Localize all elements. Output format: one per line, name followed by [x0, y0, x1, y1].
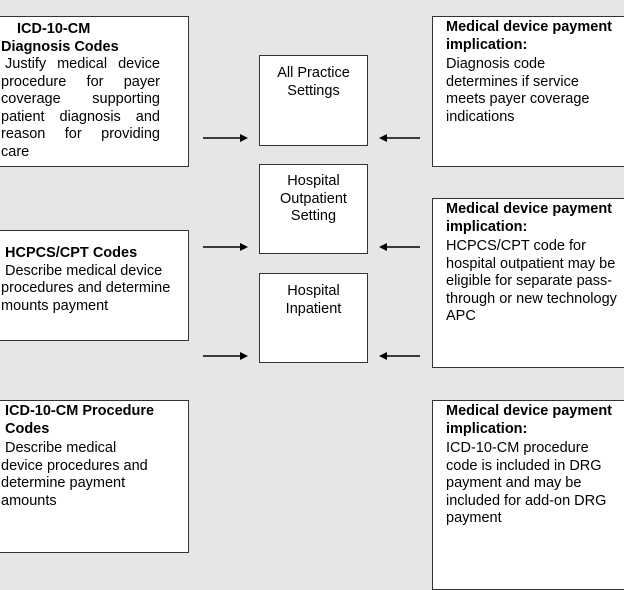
- left-box-title: HCPCS/CPT Codes: [5, 245, 138, 261]
- right-box-body: Diagnosis code determines if service mee…: [446, 56, 590, 125]
- left-box-body: Justify medical device procedure for pay…: [1, 56, 160, 160]
- arrow-left-3-icon: [379, 352, 420, 360]
- right-box-title: Medical device payment implication:: [446, 201, 613, 235]
- right-box-title: Medical device payment implication:: [446, 19, 613, 53]
- left-box-body: Describe medical device procedures and d…: [1, 262, 171, 314]
- arrow-right-3-icon: [203, 352, 248, 360]
- left-box-diagnosis: ICD-10-CM Diagnosis Codes Justify medica…: [0, 16, 189, 167]
- left-box-body: Describe medical device procedures and d…: [1, 440, 148, 509]
- arrow-right-2-icon: [203, 243, 248, 251]
- right-box-title: Medical device payment implication:: [446, 403, 613, 437]
- center-box-outpatient: Hospital Outpatient Setting: [259, 164, 368, 254]
- right-box-inpatient-implication: Medical device payment implication: ICD-…: [432, 400, 624, 590]
- center-box-inpatient: Hospital Inpatient: [259, 273, 368, 363]
- right-box-diagnosis-implication: Medical device payment implication: Diag…: [432, 16, 624, 167]
- left-box-procedure: ICD-10-CM Procedure Codes Describe medic…: [0, 400, 189, 553]
- arrow-left-1-icon: [379, 134, 420, 142]
- center-box-all-practice: All Practice Settings: [259, 55, 368, 146]
- center-box-label: Hospital Inpatient: [285, 283, 342, 317]
- left-box-title: ICD-10-CM Procedure Codes: [5, 403, 155, 437]
- right-box-body: ICD-10-CM procedure code is included in …: [446, 440, 607, 526]
- left-box-hcpcs: HCPCS/CPT Codes Describe medical device …: [0, 230, 189, 341]
- center-box-label: Hospital Outpatient Setting: [280, 173, 347, 224]
- right-box-body: HCPCS/CPT code for hospital outpatient m…: [446, 238, 617, 324]
- arrow-right-1-icon: [203, 134, 248, 142]
- right-box-outpatient-implication: Medical device payment implication: HCPC…: [432, 198, 624, 368]
- center-box-label: All Practice Settings: [277, 65, 350, 99]
- arrow-left-2-icon: [379, 243, 420, 251]
- left-box-title: ICD-10-CM Diagnosis Codes: [1, 21, 119, 55]
